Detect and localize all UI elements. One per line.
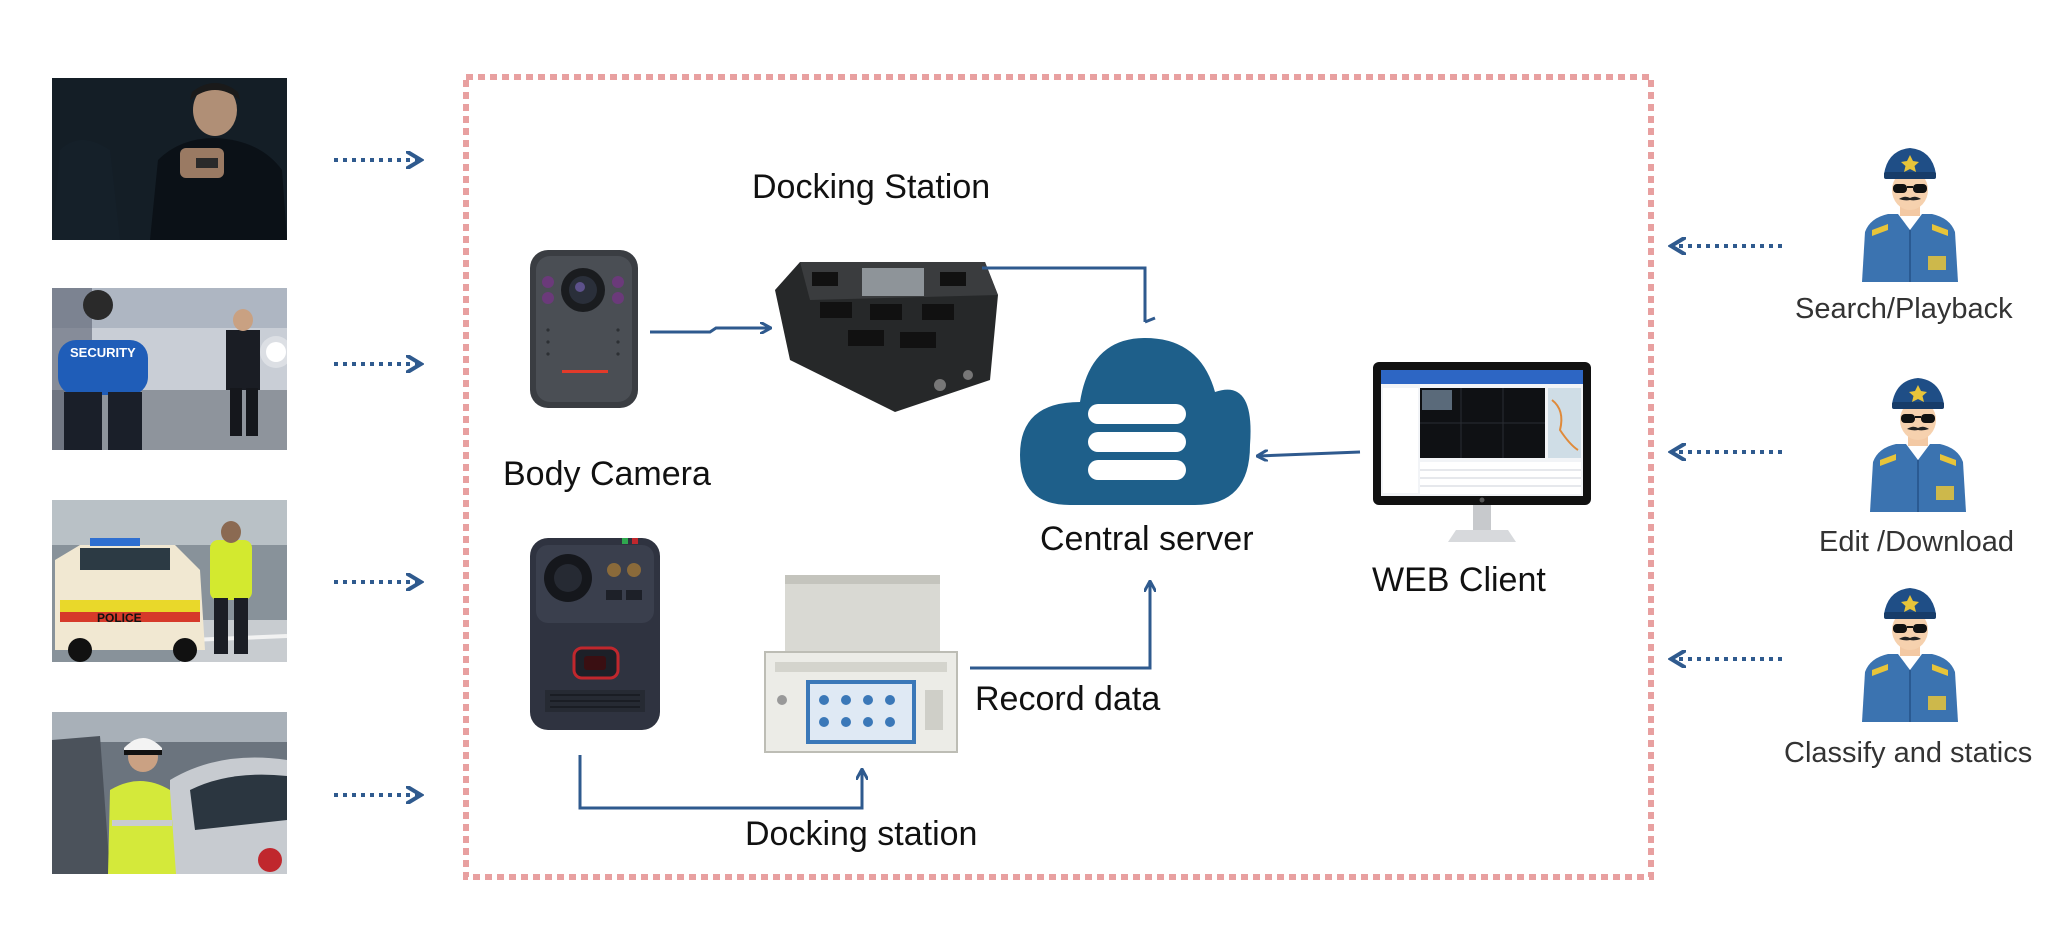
body-camera-device (530, 250, 638, 408)
workstation-to-server-connector (970, 582, 1150, 670)
role-label-classify: Classify and statics (1784, 737, 2033, 769)
officer-icon-edit (1869, 377, 1967, 513)
central-server-label: Central server (1040, 520, 1254, 558)
webclient-to-server-connector (1258, 452, 1361, 456)
security-badge: SECURITY (70, 345, 136, 360)
web-client-label: WEB Client (1372, 561, 1546, 599)
docking-station-top-device (775, 262, 998, 412)
docking-station-bottom-label: Docking station (745, 815, 978, 853)
role-label-edit: Edit /Download (1819, 526, 2015, 558)
docking-station-top-label: Docking Station (752, 168, 991, 206)
camera2-to-workstation-connector (578, 755, 862, 810)
body-camera-device-2 (530, 538, 660, 730)
web-client-monitor (1373, 362, 1591, 542)
dock-to-server-connector (982, 266, 1147, 322)
police-badge: POLICE (97, 611, 142, 625)
photo-police-car: POLICE (52, 500, 288, 662)
record-data-label: Record data (975, 680, 1161, 718)
officer-icon-search (1861, 147, 1959, 283)
camera-to-dock-connector (650, 328, 770, 332)
body-camera-label: Body Camera (503, 455, 711, 493)
photo-security-guard: SECURITY (52, 288, 292, 450)
central-server-cloud (1020, 338, 1251, 505)
officer-icon-classify (1861, 587, 1959, 723)
role-label-search: Search/Playback (1795, 293, 2013, 325)
docking-workstation-device (764, 575, 958, 753)
photo-armed-officer (52, 78, 287, 240)
system-frame (463, 74, 1654, 880)
photo-traffic-officer (52, 712, 287, 874)
dock-to-server-arrowhead (1144, 316, 1156, 324)
